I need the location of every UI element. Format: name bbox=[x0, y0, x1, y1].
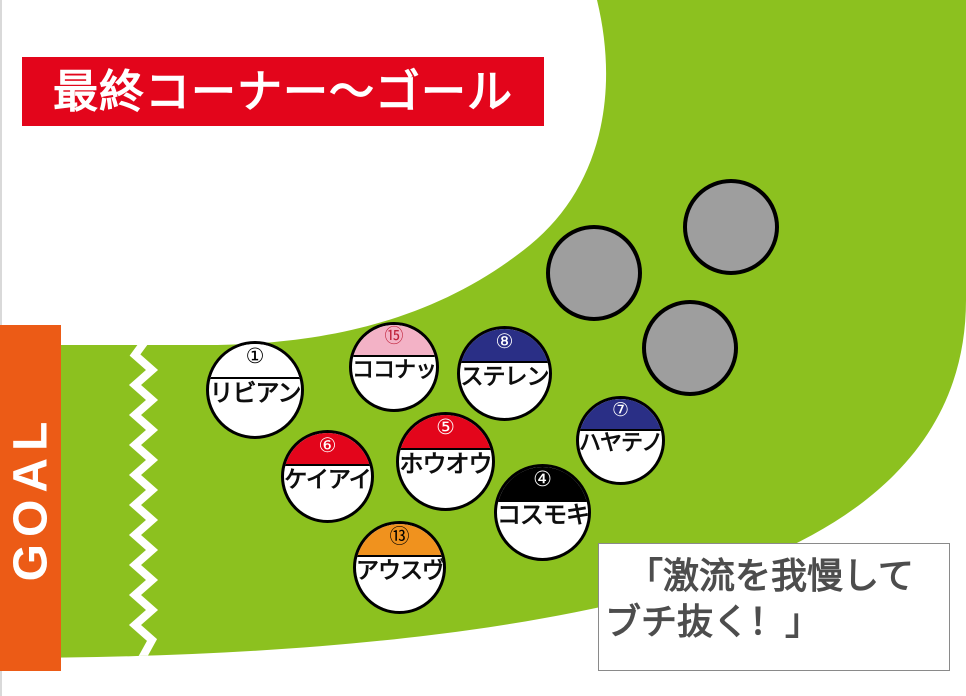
unnamed-horse-marker bbox=[546, 225, 642, 321]
page-title: 最終コーナー〜ゴール bbox=[52, 65, 513, 118]
horse-name: アウスヴ bbox=[356, 557, 444, 584]
horse-marker[interactable]: ① リビアン bbox=[206, 341, 304, 439]
horse-cap bbox=[497, 467, 588, 502]
horse-marker[interactable]: ⑥ ケイアイ bbox=[281, 430, 374, 523]
commentary-text: 「激流を我慢して ブチ抜く！」 bbox=[605, 554, 943, 646]
horse-name: ホウオウ bbox=[399, 450, 493, 479]
horse-cap bbox=[209, 344, 301, 379]
commentary-callout: 「激流を我慢して ブチ抜く！」 bbox=[598, 543, 950, 671]
horse-marker[interactable]: ⑬ アウスヴ bbox=[353, 521, 446, 614]
horse-number: ⑦ bbox=[611, 398, 630, 421]
inner-rail-zigzag bbox=[128, 337, 159, 658]
horse-name: ココナッ bbox=[352, 357, 437, 383]
horse-number: ④ bbox=[533, 466, 552, 491]
unnamed-horse-marker bbox=[642, 300, 738, 396]
commentary-line-2: ブチ抜く！」 bbox=[605, 602, 822, 644]
horse-name: ハヤテノ bbox=[579, 431, 663, 457]
page-title-banner: 最終コーナー〜ゴール bbox=[22, 57, 544, 126]
horse-number: ⑧ bbox=[495, 328, 514, 353]
horse-marker[interactable]: ⑦ ハヤテノ bbox=[576, 396, 665, 485]
horse-number: ⑤ bbox=[436, 414, 455, 439]
horse-number: ⑮ bbox=[384, 324, 404, 347]
horse-name: コスモキ bbox=[497, 501, 589, 530]
goal-marker: GOAL bbox=[0, 325, 61, 671]
horse-cap bbox=[284, 433, 371, 467]
horse-marker[interactable]: ⑮ ココナッ bbox=[349, 322, 439, 412]
horse-number: ⑬ bbox=[389, 523, 410, 548]
horse-cap bbox=[352, 325, 436, 357]
horse-cap bbox=[460, 329, 549, 363]
horse-number: ⑥ bbox=[318, 432, 337, 457]
goal-label: GOAL bbox=[4, 414, 57, 582]
horse-marker[interactable]: ④ コスモキ bbox=[494, 464, 591, 561]
horse-cap bbox=[399, 415, 492, 451]
horse-name: ケイアイ bbox=[284, 466, 371, 493]
commentary-line-1: 「激流を我慢して bbox=[627, 556, 914, 597]
horse-name: リビアン bbox=[209, 378, 301, 407]
horse-name: ステレン bbox=[460, 363, 550, 390]
horse-cap bbox=[356, 524, 443, 558]
horse-cap bbox=[579, 399, 662, 431]
horse-marker[interactable]: ⑧ ステレン bbox=[457, 326, 552, 421]
horse-number: ① bbox=[245, 343, 265, 368]
unnamed-horse-marker bbox=[683, 179, 779, 275]
horse-marker[interactable]: ⑤ ホウオウ bbox=[396, 412, 495, 511]
